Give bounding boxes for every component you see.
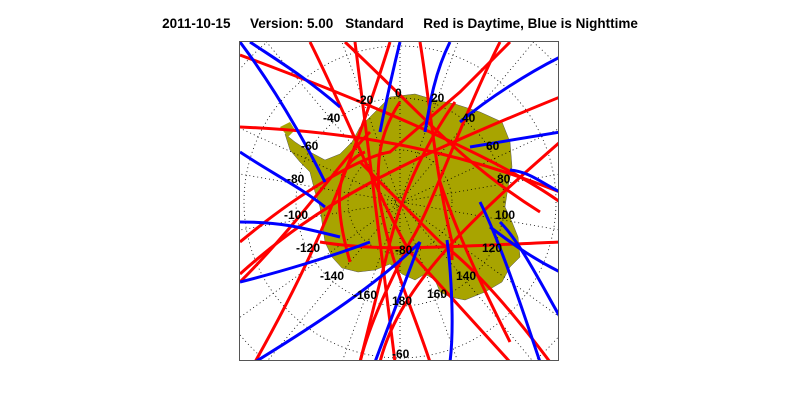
lon-label-120: 120 (482, 241, 502, 255)
version-label: Version: 5.00 (249, 16, 334, 31)
longitude-labels: 0 20 40 60 80 100 120 140 160 180 -160 -… (284, 86, 515, 308)
lon-label-60: 60 (486, 139, 500, 153)
lon-label-neg40: -40 (323, 111, 341, 125)
lon-label-neg160: -160 (353, 288, 377, 302)
legend-text: Red is Daytime, Blue is Nighttime (423, 16, 638, 31)
lat-label-neg80: -80 (395, 243, 413, 257)
lon-label-140: 140 (456, 269, 476, 283)
lon-label-neg120: -120 (296, 241, 320, 255)
plot-title: 2011-10-15 Version: 5.00 Standard Red is … (0, 16, 800, 31)
lon-label-neg140: -140 (320, 269, 344, 283)
lon-label-80: 80 (497, 172, 511, 186)
lat-label-neg60: -60 (392, 347, 410, 361)
orbit-tracks (240, 42, 558, 360)
lon-label-neg20: -20 (356, 93, 374, 107)
lon-label-neg80: -80 (287, 172, 305, 186)
date-label: 2011-10-15 (162, 16, 231, 31)
latitude-labels: -80 -60 (392, 243, 413, 361)
lon-label-180: 180 (392, 294, 412, 308)
lon-label-neg100: -100 (284, 208, 308, 222)
lon-label-0: 0 (395, 86, 402, 100)
lon-label-40: 40 (462, 111, 476, 125)
lon-label-neg60: -60 (301, 139, 319, 153)
polar-map: 0 20 40 60 80 100 120 140 160 180 -160 -… (239, 41, 559, 361)
lon-label-100: 100 (495, 208, 515, 222)
lon-label-160: 160 (427, 287, 447, 301)
map-canvas: 0 20 40 60 80 100 120 140 160 180 -160 -… (240, 42, 558, 361)
mode-label: Standard (345, 16, 404, 31)
lon-label-20: 20 (431, 91, 445, 105)
